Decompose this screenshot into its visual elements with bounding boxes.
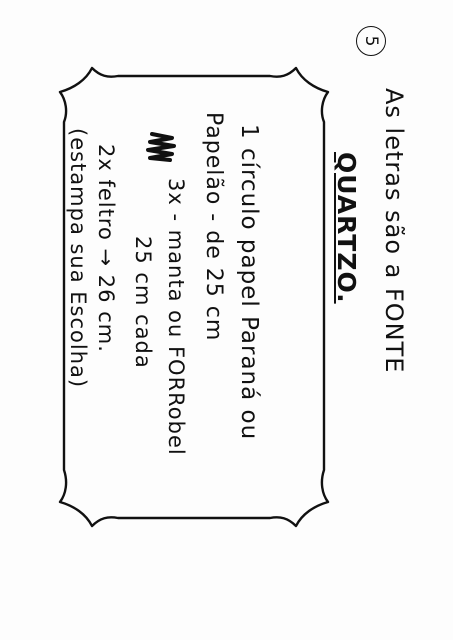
box-line-2: Papelão - de 25 cm	[201, 112, 226, 342]
box-line-3: 3x - manta ou FORRobel	[164, 178, 188, 456]
box-line-6: (estampa sua Escolha)	[66, 128, 90, 389]
box-line-4: 25 cm cada	[131, 236, 155, 369]
box-line-1: 1 círculo papel Paraná ou	[236, 124, 262, 441]
box-line-5: 2x feltro → 26 cm.	[94, 144, 118, 353]
